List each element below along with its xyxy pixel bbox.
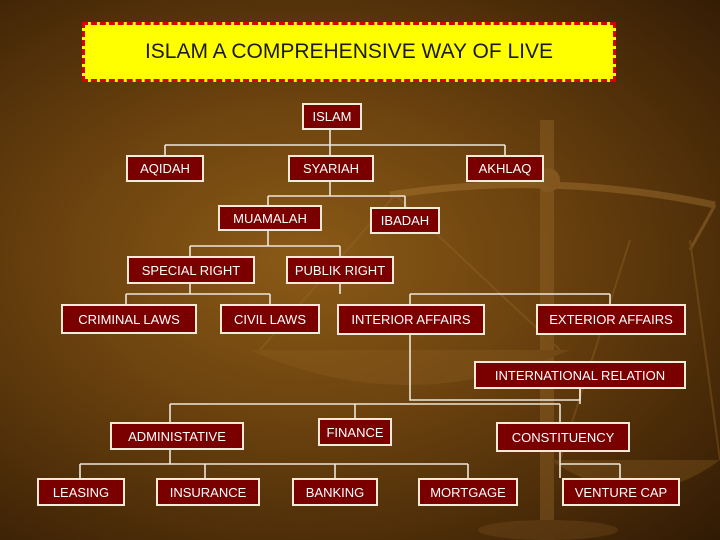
node-banking: BANKING — [292, 478, 378, 506]
node-mortgage: MORTGAGE — [418, 478, 518, 506]
node-constituency: CONSTITUENCY — [496, 422, 630, 452]
node-publik-right: PUBLIK RIGHT — [286, 256, 394, 284]
node-interior-affairs: INTERIOR AFFAIRS — [337, 304, 485, 335]
node-islam: ISLAM — [302, 103, 362, 130]
node-international-relation: INTERNATIONAL RELATION — [474, 361, 686, 389]
node-insurance: INSURANCE — [156, 478, 260, 506]
node-venture-cap: VENTURE CAP — [562, 478, 680, 506]
node-syariah: SYARIAH — [288, 155, 374, 182]
node-special-right: SPECIAL RIGHT — [127, 256, 255, 284]
node-civil-laws: CIVIL LAWS — [220, 304, 320, 334]
node-ibadah: IBADAH — [370, 207, 440, 234]
node-akhlaq: AKHLAQ — [466, 155, 544, 182]
node-muamalah: MUAMALAH — [218, 205, 322, 231]
page-title: ISLAM A COMPREHENSIVE WAY OF LIVE — [82, 22, 616, 82]
node-finance: FINANCE — [318, 418, 392, 446]
node-exterior-affairs: EXTERIOR AFFAIRS — [536, 304, 686, 335]
node-aqidah: AQIDAH — [126, 155, 204, 182]
node-leasing: LEASING — [37, 478, 125, 506]
node-administative: ADMINISTATIVE — [110, 422, 244, 450]
node-criminal-laws: CRIMINAL LAWS — [61, 304, 197, 334]
connector-lines — [79, 130, 621, 478]
